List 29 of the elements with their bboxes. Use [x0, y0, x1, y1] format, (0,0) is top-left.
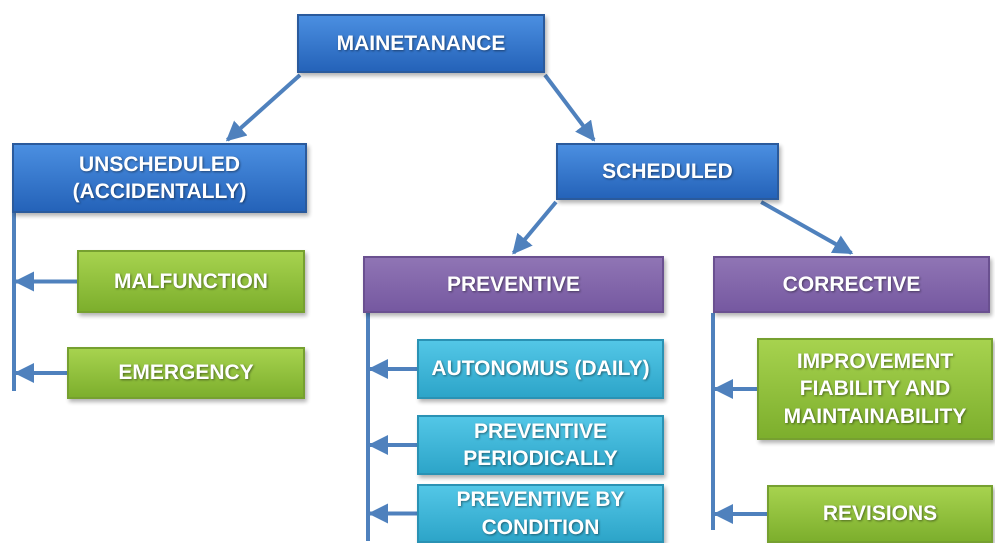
arrow — [368, 435, 417, 455]
item-box: MALFUNCTION — [77, 250, 305, 313]
arrow — [368, 359, 417, 379]
arrow — [368, 504, 417, 524]
category-box: UNSCHEDULED (ACCIDENTALLY) — [12, 143, 307, 213]
category-box: MAINETANANCE — [297, 14, 545, 73]
connector-bar — [12, 219, 16, 391]
arrow — [226, 74, 302, 142]
item-box: PREVENTIVE PERIODICALLY — [417, 415, 664, 475]
connector-line — [12, 213, 16, 219]
item-box: PREVENTIVE BY CONDITION — [417, 484, 664, 543]
arrow — [14, 363, 67, 383]
subcategory-box: PREVENTIVE — [363, 256, 664, 313]
arrow — [14, 272, 77, 292]
arrow — [512, 200, 558, 255]
arrow — [713, 379, 757, 399]
connector-bar — [711, 319, 715, 530]
connector-line — [366, 313, 370, 319]
subcategory-box: CORRECTIVE — [713, 256, 990, 313]
item-box: IMPROVEMENT FIABILITY AND MAINTAINABILITY — [757, 338, 993, 440]
arrow — [543, 74, 596, 142]
arrow — [713, 504, 767, 524]
arrow — [760, 200, 854, 255]
item-box: AUTONOMUS (DAILY) — [417, 339, 664, 399]
item-box: REVISIONS — [767, 485, 993, 543]
item-box: EMERGENCY — [67, 347, 305, 399]
connector-bar — [366, 319, 370, 541]
connector-line — [711, 313, 715, 319]
category-box: SCHEDULED — [556, 143, 779, 200]
